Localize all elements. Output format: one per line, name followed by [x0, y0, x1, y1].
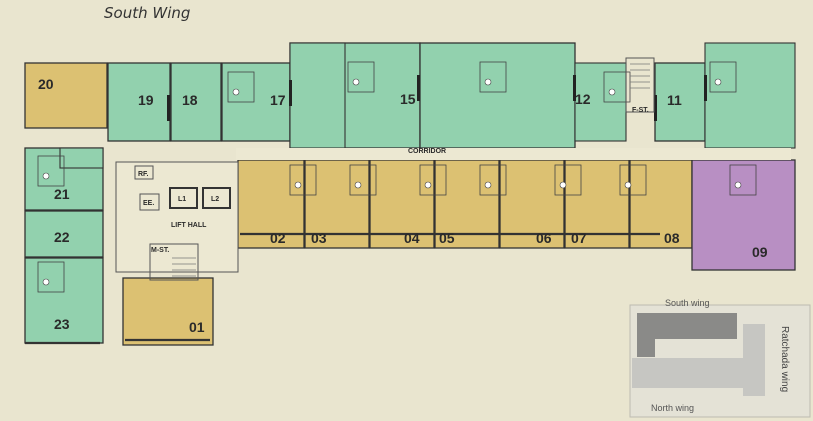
bathroom-outline: [37, 155, 65, 187]
toilet-icon: [294, 181, 302, 189]
toilet-icon: [232, 88, 240, 96]
unit-label-17: 17: [270, 92, 286, 108]
unit-extension: [59, 147, 104, 169]
bathroom-outline: [479, 61, 507, 93]
lift-1-label: L1: [178, 196, 186, 203]
unit-label-06: 06: [536, 230, 552, 246]
fire-stair-steps: [630, 63, 650, 89]
fire-stair-label: F-ST.: [632, 107, 649, 114]
unit-11: [654, 62, 706, 142]
bathroom-outline: [349, 164, 377, 196]
unit-label-11: 11: [667, 92, 682, 108]
bathroom-outline: [709, 61, 737, 93]
unit-label-20: 20: [38, 76, 54, 92]
unit-label-23: 23: [54, 316, 70, 332]
toilet-icon: [559, 181, 567, 189]
bathroom-outline: [37, 261, 65, 293]
bathroom-outline: [227, 71, 255, 103]
window-mark: [289, 80, 292, 106]
electrical-label: EE.: [143, 200, 154, 207]
unit-22: [24, 210, 104, 258]
refuse-label: RF.: [138, 171, 149, 178]
unit-label-19: 19: [138, 92, 154, 108]
bathroom-outline: [729, 164, 757, 196]
unit-18: [170, 62, 222, 142]
unit-label-07: 07: [571, 230, 587, 246]
electrical-room: [139, 193, 160, 211]
unit-label-04: 04: [404, 230, 420, 246]
unit-extension: [289, 42, 346, 149]
bathroom-outline: [554, 164, 582, 196]
main-stair-steps: [172, 257, 196, 277]
bathroom-outline: [347, 61, 375, 93]
unit-label-05: 05: [439, 230, 455, 246]
key-map-south-wing-tail: [637, 313, 655, 357]
key-map-south-label: South wing: [665, 298, 710, 308]
key-map-north-label: North wing: [651, 403, 694, 413]
unit-label-01: 01: [189, 319, 205, 335]
window-mark: [704, 75, 707, 101]
main-stair-label: M-ST.: [151, 247, 169, 254]
unit-label-09: 09: [752, 244, 768, 260]
toilet-icon: [42, 278, 50, 286]
unit-20: [24, 62, 108, 129]
unit-label-22: 22: [54, 229, 70, 245]
lift-hall-area: [115, 161, 239, 273]
corridor-area: [236, 148, 791, 160]
corridor-label: CORRIDOR: [408, 148, 446, 155]
key-map-ratchada-label: Ratchada wing: [779, 326, 790, 392]
toilet-icon: [484, 181, 492, 189]
lift-2: [202, 187, 231, 209]
toilet-icon: [608, 88, 616, 96]
main-stair: [149, 243, 199, 281]
lift-1: [169, 187, 198, 209]
toilet-icon: [352, 78, 360, 86]
toilet-icon: [734, 181, 742, 189]
unit-09: [691, 159, 796, 271]
wing-title: South Wing: [104, 4, 191, 22]
refuse-room: [134, 165, 154, 180]
bathroom-outline: [479, 164, 507, 196]
toilet-icon: [424, 181, 432, 189]
bathroom-outline: [419, 164, 447, 196]
fire-stair: [625, 57, 655, 113]
unit-label-18: 18: [182, 92, 198, 108]
unit-label-12: 12: [575, 91, 591, 107]
toilet-icon: [714, 78, 722, 86]
unit-extension: [704, 42, 796, 149]
lift-2-label: L2: [211, 196, 219, 203]
key-map-north-wing: [632, 358, 752, 388]
unit-label-03: 03: [311, 230, 327, 246]
window-mark: [417, 75, 420, 101]
unit-label-02: 02: [270, 230, 286, 246]
toilet-icon: [354, 181, 362, 189]
bathroom-outline: [619, 164, 647, 196]
toilet-icon: [624, 181, 632, 189]
unit-label-15: 15: [400, 91, 416, 107]
window-mark: [654, 95, 657, 121]
lift-hall-label: LIFT HALL: [171, 222, 207, 229]
window-mark: [167, 95, 170, 121]
toilet-icon: [484, 78, 492, 86]
toilet-icon: [42, 172, 50, 180]
key-map: South wing North wing Ratchada wing: [629, 298, 811, 418]
unit-label-21: 21: [54, 186, 70, 202]
bathroom-outline: [603, 71, 631, 103]
unit-12: [419, 42, 576, 149]
unit-01: [122, 277, 214, 346]
window-mark: [573, 75, 576, 101]
unit-label-08: 08: [664, 230, 680, 246]
bathroom-outline: [289, 164, 317, 196]
